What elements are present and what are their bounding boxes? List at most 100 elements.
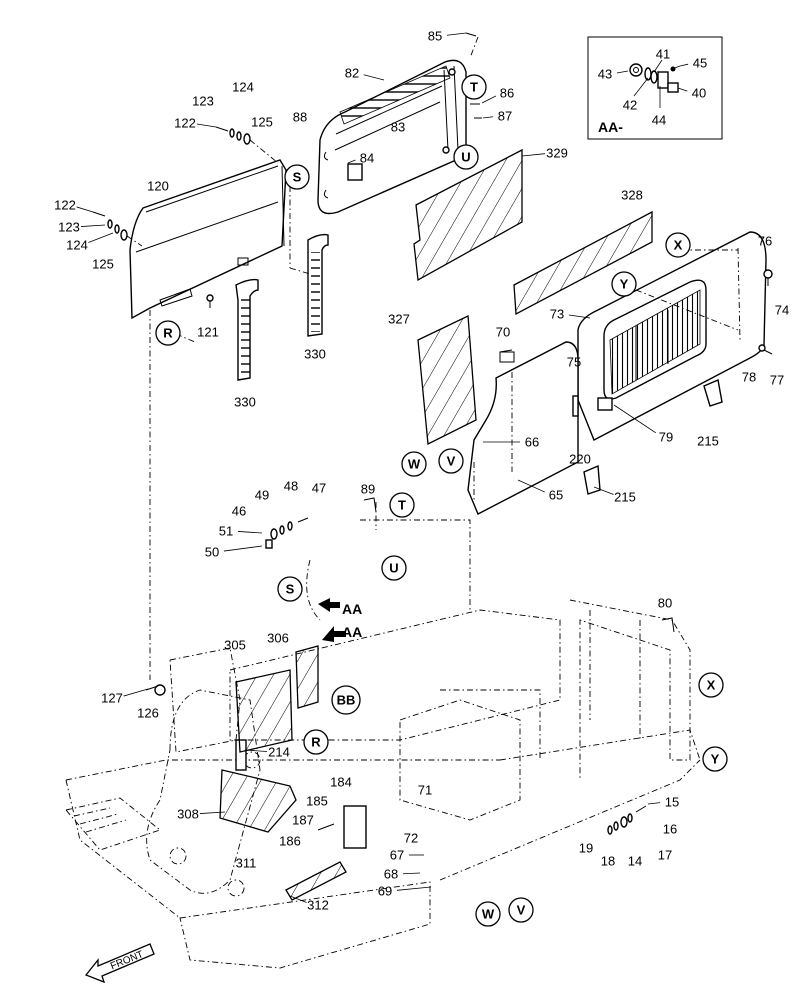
part-label-16: 16 (663, 822, 677, 837)
leader-line-87 (482, 116, 494, 119)
callout-u: U (453, 144, 479, 170)
callout-w: W (401, 451, 427, 477)
part-label-312: 312 (307, 898, 329, 913)
callout-letter: BB (337, 693, 356, 708)
callout-v: V (438, 448, 464, 474)
part-label-121: 121 (197, 325, 219, 340)
callout-v: V (508, 897, 534, 923)
callout-letter: V (517, 903, 526, 918)
part-label-72: 72 (404, 831, 418, 846)
part-label-186: 186 (279, 834, 301, 849)
leader-line-215 (593, 486, 614, 495)
insulation-308 (219, 769, 297, 833)
part-label-73: 73 (550, 307, 564, 322)
main-frame (65, 519, 701, 969)
part-label-43: 43 (598, 67, 612, 82)
callout-circle (611, 271, 637, 297)
part-label-327: 327 (388, 312, 410, 327)
part-label-88: 88 (293, 110, 307, 125)
callout-letter: X (674, 238, 683, 253)
part-label-84: 84 (360, 151, 374, 166)
part-label-214: 214 (268, 745, 290, 760)
part-label-83: 83 (391, 120, 405, 135)
callout-circle (461, 74, 487, 100)
view-label-aa-2: AA (342, 624, 362, 640)
part-label-75: 75 (567, 355, 581, 370)
part-label-328: 328 (621, 188, 643, 203)
leader-line-86 (481, 95, 497, 104)
part-label-40: 40 (692, 86, 706, 101)
part-label-45: 45 (693, 56, 707, 71)
part-label-329: 329 (546, 146, 568, 161)
insulation-305 (235, 669, 293, 753)
part-label-123: 123 (58, 220, 80, 235)
part-label-71: 71 (418, 783, 432, 798)
part-label-124: 124 (66, 238, 88, 253)
callout-circle (698, 672, 724, 698)
part-label-17: 17 (658, 848, 672, 863)
part-label-19: 19 (579, 841, 593, 856)
hardware-184-187 (317, 805, 367, 849)
callout-letter: T (470, 80, 478, 95)
part-label-44: 44 (652, 113, 666, 128)
part-label-330: 330 (234, 395, 256, 410)
part-label-51: 51 (219, 524, 233, 539)
part-label-48: 48 (284, 479, 298, 494)
bracket-215-upper (703, 379, 723, 407)
part-label-47: 47 (312, 481, 326, 496)
part-label-49: 49 (255, 488, 269, 503)
leader-line-308 (199, 811, 226, 814)
part-label-184: 184 (330, 775, 352, 790)
part-label-42: 42 (623, 98, 637, 113)
leader-line-73 (568, 314, 591, 319)
seal-330-left (235, 278, 259, 381)
callout-letter: Y (620, 277, 629, 292)
callout-letter: Y (711, 752, 720, 767)
callout-letter: U (461, 150, 470, 165)
callout-circle (702, 746, 728, 772)
part-label-220: 220 (569, 452, 591, 467)
callout-circle (508, 897, 534, 923)
leader-line-43 (616, 70, 629, 74)
part-label-70: 70 (496, 325, 510, 340)
callout-circle (665, 232, 691, 258)
detail-hardware (629, 59, 681, 108)
callout-t: T (389, 492, 415, 518)
part-label-124: 124 (232, 80, 254, 95)
leader-line-127 (123, 688, 149, 697)
detail-box-aa: AA- (587, 36, 723, 140)
part-label-123: 123 (192, 94, 214, 109)
leader-line-68 (402, 872, 421, 875)
part-label-89: 89 (361, 482, 375, 497)
leader-line-50 (223, 545, 263, 552)
callout-letter: R (311, 735, 321, 750)
leader-line-124 (88, 232, 114, 243)
leader-line-84 (347, 159, 356, 164)
part-label-68: 68 (384, 867, 398, 882)
part-label-14: 14 (628, 854, 642, 869)
leader-line-329 (521, 153, 546, 157)
callout-r: R (155, 320, 181, 346)
callout-circle (277, 576, 303, 602)
part-label-18: 18 (601, 854, 615, 869)
insulation-329 (413, 148, 523, 282)
part-label-125: 125 (251, 115, 273, 130)
leader-line-312 (289, 895, 307, 903)
hardware-14-19 (607, 805, 647, 835)
part-label-122: 122 (174, 116, 196, 131)
cover-panel-120 (129, 159, 287, 320)
callout-w: W (475, 901, 501, 927)
part-label-82: 82 (345, 66, 359, 81)
part-label-46: 46 (232, 504, 246, 519)
part-label-215: 215 (697, 434, 719, 449)
leader-line-51 (237, 531, 263, 534)
leader-line-122 (196, 123, 217, 128)
seal-327 (417, 315, 477, 446)
callout-letter: U (389, 561, 398, 576)
leader-line-40 (677, 87, 688, 92)
part-label-311: 311 (236, 856, 257, 871)
leader-line-79 (613, 404, 657, 434)
callout-letter: S (286, 582, 295, 597)
side-door-73 (577, 231, 767, 441)
